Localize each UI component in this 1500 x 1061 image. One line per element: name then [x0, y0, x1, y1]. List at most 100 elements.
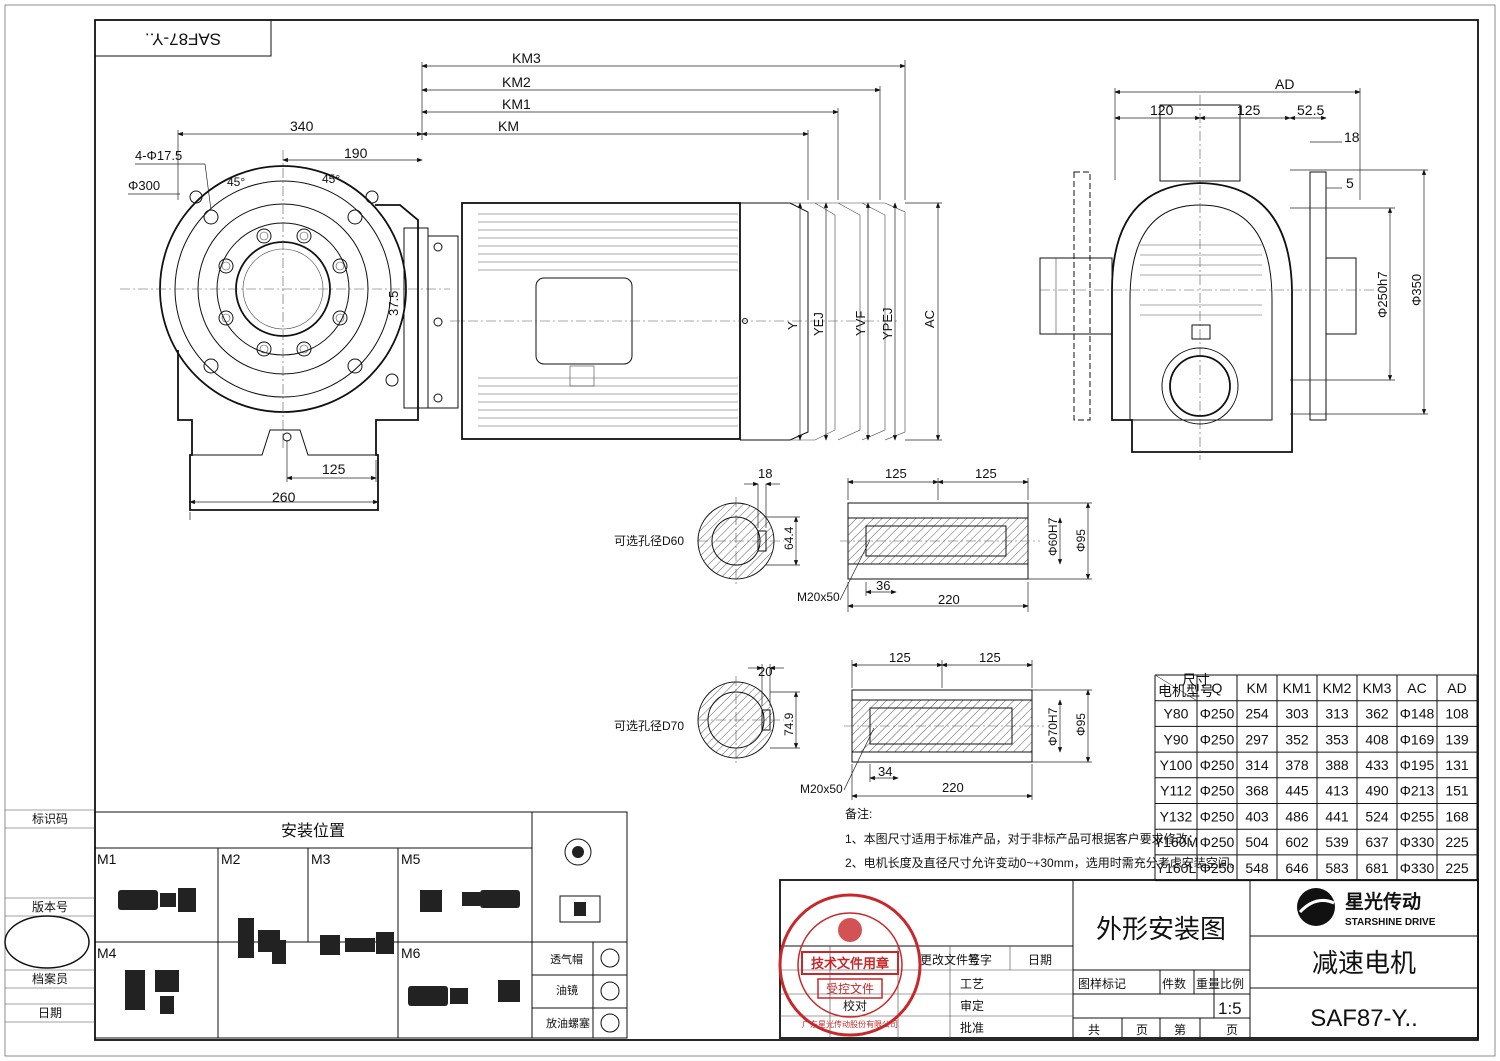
- spec-value-cell: 352: [1285, 731, 1309, 747]
- spec-value-cell: Φ250: [1200, 783, 1235, 799]
- dim-125: 125: [322, 461, 346, 477]
- dim-angle-2: 45°: [322, 172, 340, 186]
- spec-value-cell: Φ250: [1200, 808, 1235, 824]
- spec-value-cell: 539: [1325, 834, 1349, 850]
- bore-d60-key: 18: [758, 466, 772, 481]
- spec-value-cell: Φ330: [1400, 860, 1435, 876]
- mount-pictograms: [118, 888, 520, 1014]
- dim-km3: KM3: [512, 50, 541, 66]
- side-housing: [1111, 182, 1293, 453]
- sheet-label: 第: [1174, 1023, 1186, 1037]
- legend-drain-plug: 放油螺塞: [546, 1016, 590, 1030]
- spec-value-cell: 225: [1445, 834, 1469, 850]
- label-archivist: 档案员: [32, 971, 68, 986]
- spec-value-cell: 486: [1285, 808, 1309, 824]
- role-check: 校对: [843, 998, 867, 1013]
- spec-header-cell: KM: [1247, 680, 1268, 696]
- label-version: 版本号: [32, 900, 68, 914]
- logo-cn: 星光传动: [1345, 890, 1421, 913]
- spec-value-cell: Φ250: [1200, 834, 1235, 850]
- dim-phi300: Φ300: [128, 178, 160, 193]
- spec-value-cell: 583: [1325, 860, 1349, 876]
- role-process: 工艺: [960, 977, 984, 991]
- company-logo: 星光传动 STARSHINE DRIVE: [1297, 888, 1436, 928]
- spec-header-cell: AD: [1447, 680, 1466, 696]
- spec-value-cell: Φ195: [1400, 757, 1435, 773]
- mounting-positions: 安装位置 M1 M2 M3 M5 M4 M6 透气帽 油镜 放油螺塞: [94, 811, 628, 1039]
- spec-value-cell: 297: [1245, 731, 1269, 747]
- rev-file-no: 更改文件号: [920, 952, 980, 967]
- role-ratify: 批准: [960, 1020, 984, 1035]
- note-2: 2、电机长度及直径尺寸允许变动0~+30mm，选用时需充分考虑安装空间。: [845, 855, 1242, 870]
- spec-value-cell: Φ250: [1200, 757, 1235, 773]
- spec-value-cell: Φ330: [1400, 834, 1435, 850]
- spec-value-cell: 108: [1445, 706, 1469, 722]
- stamp-ring-text: 广东星光传动股份有限公司: [802, 1019, 898, 1029]
- cooling-fins: [478, 213, 738, 427]
- spec-motor-type-cell: Y90: [1164, 731, 1189, 747]
- label-id-code: 标识码: [32, 812, 68, 826]
- bore-d60-section: 可选孔径D60 18 64.4 125 125 Φ60H7 Φ95: [614, 466, 1092, 612]
- spec-value-cell: 681: [1365, 860, 1389, 876]
- bore-d60-span-a: 125: [885, 466, 907, 481]
- spec-value-cell: 168: [1445, 808, 1469, 824]
- spec-motor-type-cell: Y132: [1160, 808, 1193, 824]
- dim-260: 260: [272, 489, 296, 505]
- title-tag: SAF87-Y..: [94, 19, 272, 57]
- bore-d70-thread: M20x50: [800, 782, 843, 796]
- spec-value-cell: 368: [1245, 783, 1269, 799]
- scale-value: 1:5: [1218, 999, 1242, 1018]
- spec-value-cell: 362: [1365, 706, 1389, 722]
- spec-motor-type-cell: Y80: [1164, 706, 1189, 722]
- spec-value-cell: 408: [1365, 731, 1389, 747]
- starshine-logo-icon: [1297, 888, 1335, 926]
- legend-sight-glass: 油镜: [556, 983, 578, 997]
- scale-label: 比例: [1220, 977, 1244, 991]
- spec-value-cell: 602: [1285, 834, 1309, 850]
- bore-d60-kw: 64.4: [782, 526, 796, 550]
- dim-yej: YEJ: [811, 312, 826, 336]
- drawing-name: 外形安装图: [1096, 914, 1226, 944]
- drain-plug-symbol-icon: [600, 1013, 620, 1033]
- mount-m4: M4: [97, 945, 117, 961]
- front-dimensions: KM3 KM2 KM1 KM 340 190 4-Φ17.5 Φ300 45° …: [128, 50, 942, 520]
- spec-value-cell: Φ169: [1400, 731, 1435, 747]
- mount-m2: M2: [221, 851, 241, 867]
- spec-value-cell: Φ148: [1400, 706, 1435, 722]
- spec-value-cell: 403: [1245, 808, 1269, 824]
- bore-d60-od: Φ95: [1074, 529, 1088, 552]
- spec-table-corner-top: 尺寸: [1182, 672, 1210, 688]
- bore-d70-span-b: 125: [979, 650, 1001, 665]
- mount-title: 安装位置: [281, 822, 345, 840]
- spec-value-cell: Φ250: [1200, 731, 1235, 747]
- title-block: 更改文件号 签字 日期 工艺 审定 批准 校对 外形安装图 图样标记 件数 重量…: [778, 879, 1479, 1039]
- spec-table-corner-bottom: 电机型号: [1158, 683, 1214, 699]
- fan-cover-y: [740, 202, 809, 441]
- dim-side-125: 125: [1237, 102, 1261, 118]
- spec-value-cell: Φ255: [1400, 808, 1435, 824]
- spec-value-cell: 445: [1285, 783, 1309, 799]
- bore-d60-thread: M20x50: [797, 590, 840, 604]
- spec-value-cell: 504: [1245, 834, 1269, 850]
- bore-d60-len: 220: [938, 592, 960, 607]
- dim-ypej: YPEJ: [880, 307, 895, 340]
- legend-breather: 透气帽: [550, 952, 583, 966]
- total-label: 共: [1088, 1023, 1100, 1037]
- spec-header-cell: KM1: [1283, 680, 1312, 696]
- spec-value-cell: 139: [1445, 731, 1469, 747]
- bore-d70-len: 220: [942, 780, 964, 795]
- dim-ac: AC: [922, 310, 937, 328]
- spec-motor-type-cell: Y160M: [1154, 834, 1198, 850]
- dim-phi350: Φ350: [1409, 274, 1424, 306]
- bore-d70-depth: 34: [878, 764, 892, 779]
- bore-d70-fit: Φ70H7: [1046, 707, 1060, 746]
- mount-m1: M1: [97, 851, 117, 867]
- mount-m6: M6: [401, 945, 421, 961]
- dim-km: KM: [498, 118, 519, 134]
- dim-km1: KM1: [502, 96, 531, 112]
- logo-en: STARSHINE DRIVE: [1345, 917, 1436, 928]
- dim-yvf: YVF: [853, 311, 868, 336]
- side-view: [1039, 95, 1380, 460]
